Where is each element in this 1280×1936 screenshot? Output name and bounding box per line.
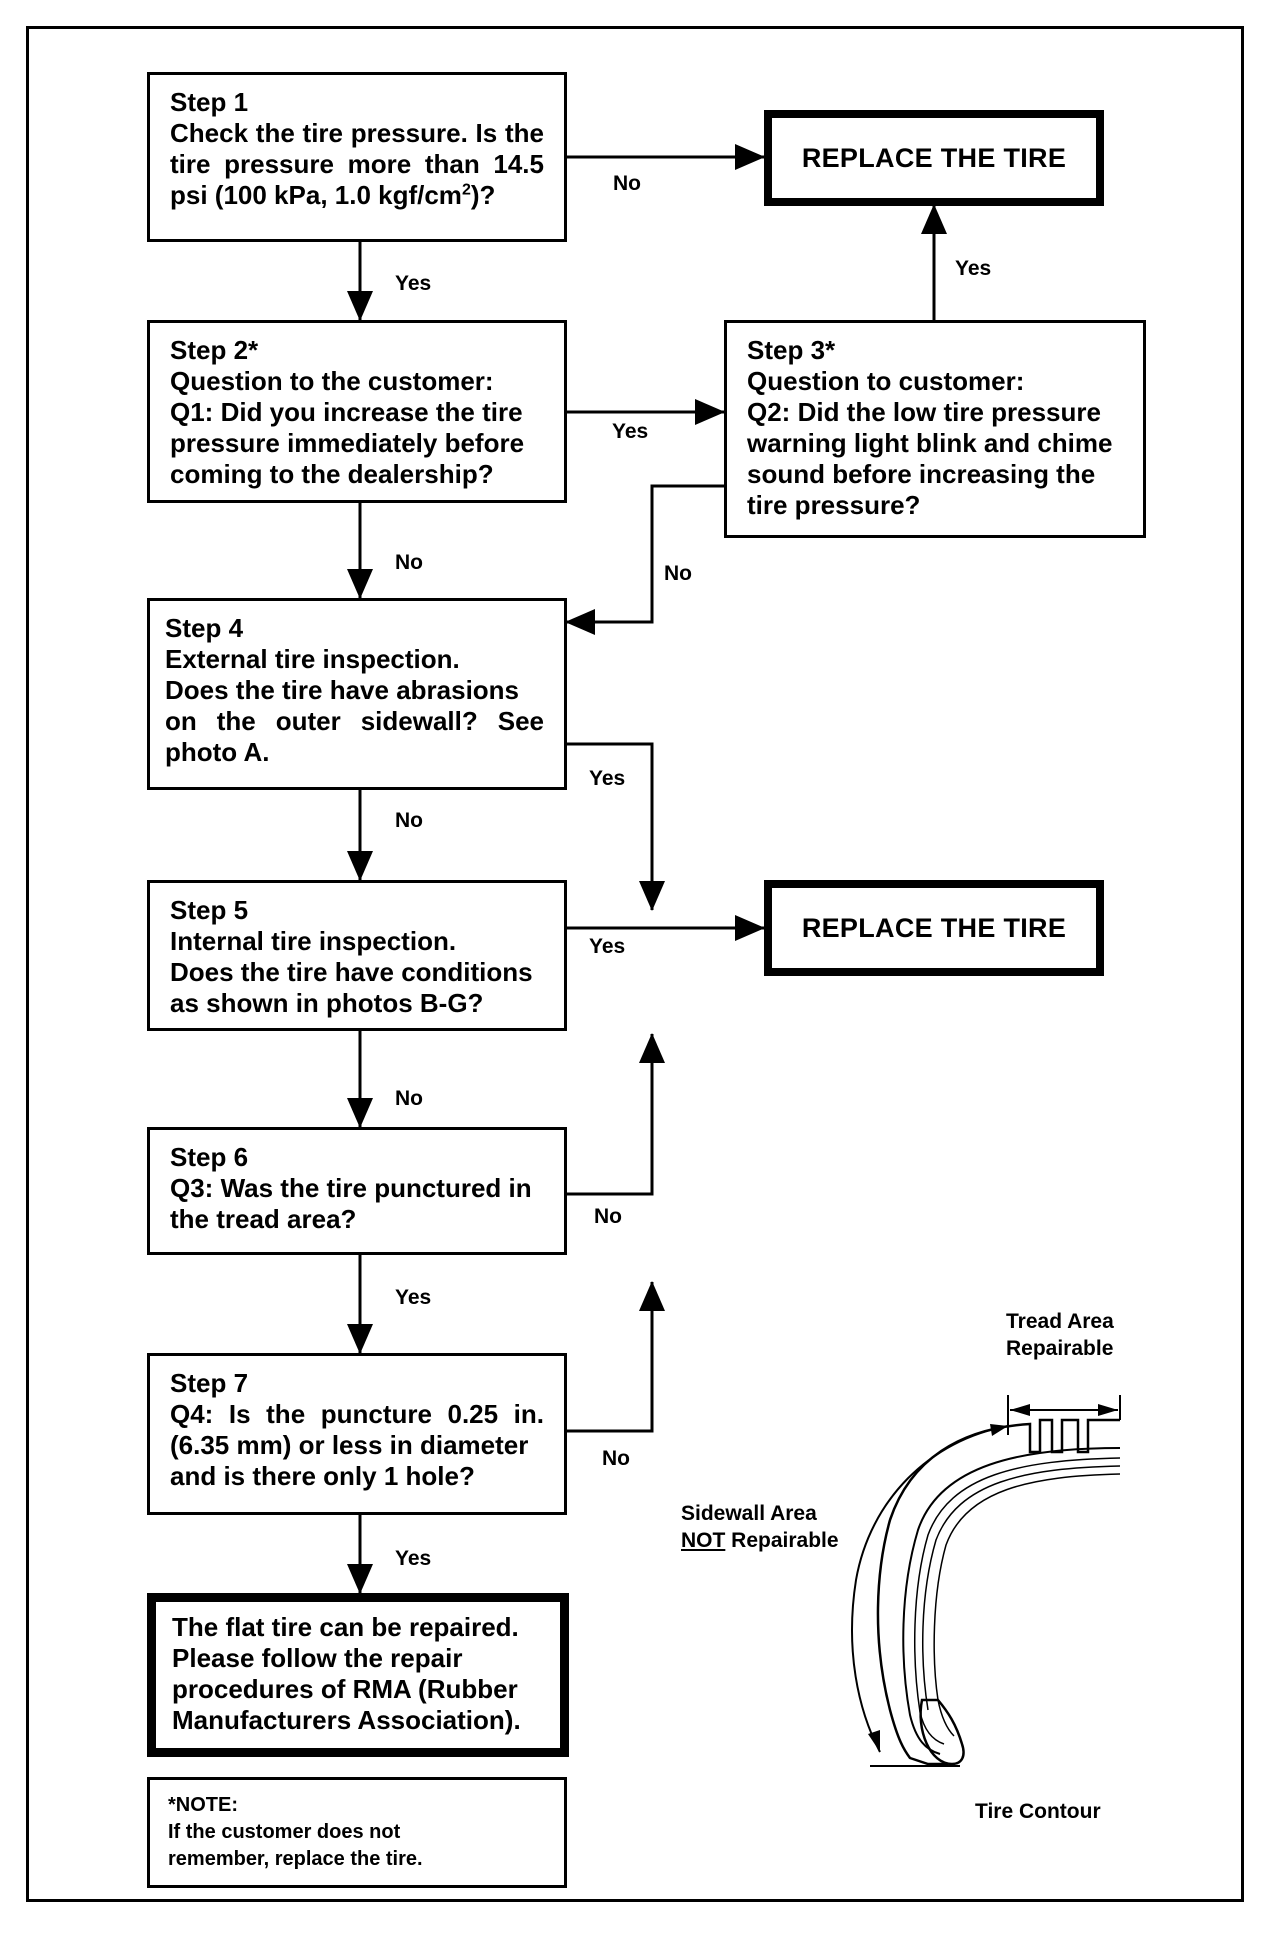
sidewall-area-label: Sidewall Area: [681, 1502, 817, 1525]
replace-tire-box-top: REPLACE THE TIRE: [764, 110, 1104, 206]
replace-tire-label: REPLACE THE TIRE: [801, 912, 1067, 943]
step5-text-line: Internal tire inspection.: [170, 926, 457, 956]
label-yes-step4: Yes: [589, 767, 626, 790]
replace-tire-label: REPLACE THE TIRE: [801, 142, 1067, 173]
step1-title: Step 1: [170, 87, 249, 117]
step1-superscript: 2: [461, 181, 471, 199]
arrow-step7-no: [566, 1281, 665, 1433]
note-text-line: If the customer does not: [168, 1821, 401, 1843]
step4-text-line: on the outer sidewall? See: [165, 706, 544, 736]
repair-text-line: Manufacturers Association).: [172, 1705, 521, 1735]
sidewall-area-caption: Sidewall Area NOT Repairable: [681, 1500, 839, 1554]
step2-text-line: Question to the customer:: [170, 366, 494, 396]
step4-box: Step 4 External tire inspection. Does th…: [147, 598, 567, 790]
sidewall-not-label: NOT: [681, 1529, 726, 1552]
step7-text-line: and is there only 1 hole?: [170, 1461, 475, 1491]
step3-text-line: warning light blink and chime: [747, 428, 1113, 458]
label-yes-step1: Yes: [395, 272, 432, 295]
step5-box: Step 5 Internal tire inspection. Does th…: [147, 880, 567, 1031]
step1-text-line: Check the tire pressure. Is the: [170, 118, 544, 148]
step4-text-line: Does the tire have abrasions: [165, 675, 520, 705]
repair-text-line: Please follow the repair: [172, 1643, 463, 1673]
tire-contour-drawing: [851, 1395, 1121, 1767]
step3-box: Step 3* Question to customer: Q2: Did th…: [724, 320, 1146, 538]
step6-box: Step 6 Q3: Was the tire punctured in the…: [147, 1127, 567, 1255]
label-yes-step5: Yes: [589, 935, 626, 958]
step1-text-line: psi (100 kPa, 1.0 kgf/cm2)?: [170, 180, 544, 211]
repair-text-line: procedures of RMA (Rubber: [172, 1674, 518, 1704]
label-no-step5: No: [395, 1087, 423, 1110]
step1-last-line-text: psi (100 kPa, 1.0 kgf/cm: [170, 180, 462, 210]
step3-text-line: tire pressure?: [747, 490, 921, 520]
step5-title: Step 5: [170, 895, 249, 925]
step2-text-line: pressure immediately before: [170, 428, 525, 458]
step6-text-line: the tread area?: [170, 1204, 357, 1234]
step7-text-line: Q4: Is the puncture 0.25 in.: [170, 1399, 544, 1429]
step5-text-line: as shown in photos B-G?: [170, 988, 484, 1018]
step2-title: Step 2*: [170, 335, 259, 365]
sidewall-repairable-label: Repairable: [725, 1529, 839, 1552]
note-text-line: remember, replace the tire.: [168, 1848, 423, 1870]
label-no-step4: No: [395, 809, 423, 832]
step3-text-line: Q2: Did the low tire pressure: [747, 397, 1101, 427]
step4-text-line: External tire inspection.: [165, 644, 460, 674]
arrow-step6-no: [566, 1033, 665, 1196]
step3-text-line: sound before increasing the: [747, 459, 1096, 489]
label-yes-step3: Yes: [955, 257, 992, 280]
step3-text-line: Question to customer:: [747, 366, 1025, 396]
arrow-step3-to-step4: [565, 484, 724, 635]
note-box: *NOTE: If the customer does not remember…: [147, 1777, 567, 1888]
sidewall-repairable-line: NOT Repairable: [681, 1527, 839, 1554]
label-no-step1: No: [613, 172, 641, 195]
label-no-step2: No: [395, 551, 423, 574]
label-no-step6: No: [594, 1205, 622, 1228]
repair-text-line: The flat tire can be repaired.: [172, 1612, 519, 1642]
step7-title: Step 7: [170, 1368, 249, 1398]
step4-title: Step 4: [165, 613, 244, 643]
tread-repairable-label: Repairable: [1006, 1337, 1114, 1360]
step4-text-line: photo A.: [165, 737, 270, 767]
step2-text-line: Q1: Did you increase the tire: [170, 397, 523, 427]
step3-title: Step 3*: [747, 335, 836, 365]
step6-title: Step 6: [170, 1142, 249, 1172]
note-heading: *NOTE:: [168, 1794, 238, 1816]
label-yes-step7: Yes: [395, 1547, 432, 1570]
label-no-step7: No: [602, 1447, 630, 1470]
step1-text-line: tire pressure more than 14.5: [170, 149, 544, 179]
repair-box: The flat tire can be repaired. Please fo…: [147, 1593, 569, 1757]
step2-text-line: coming to the dealership?: [170, 459, 494, 489]
tire-contour-caption: Tire Contour: [975, 1800, 1101, 1823]
step2-box: Step 2* Question to the customer: Q1: Di…: [147, 320, 567, 503]
label-yes-step6: Yes: [395, 1286, 432, 1309]
replace-tire-box-middle: REPLACE THE TIRE: [764, 880, 1104, 976]
step6-text-line: Q3: Was the tire punctured in: [170, 1173, 532, 1203]
arrow-step4-yes: [566, 742, 665, 911]
step1-box: Step 1 Check the tire pressure. Is the t…: [147, 72, 567, 242]
diagram-frame: [26, 26, 1244, 1902]
label-yes-step2: Yes: [612, 420, 649, 443]
step5-text-line: Does the tire have conditions: [170, 957, 533, 987]
label-no-step3: No: [664, 562, 692, 585]
step1-last-line-end: )?: [470, 180, 496, 210]
step7-text-line: (6.35 mm) or less in diameter: [170, 1430, 529, 1460]
tread-area-caption: Tread Area Repairable: [1006, 1308, 1114, 1362]
tread-area-label: Tread Area: [1006, 1310, 1114, 1333]
step7-box: Step 7 Q4: Is the puncture 0.25 in. (6.3…: [147, 1353, 567, 1515]
